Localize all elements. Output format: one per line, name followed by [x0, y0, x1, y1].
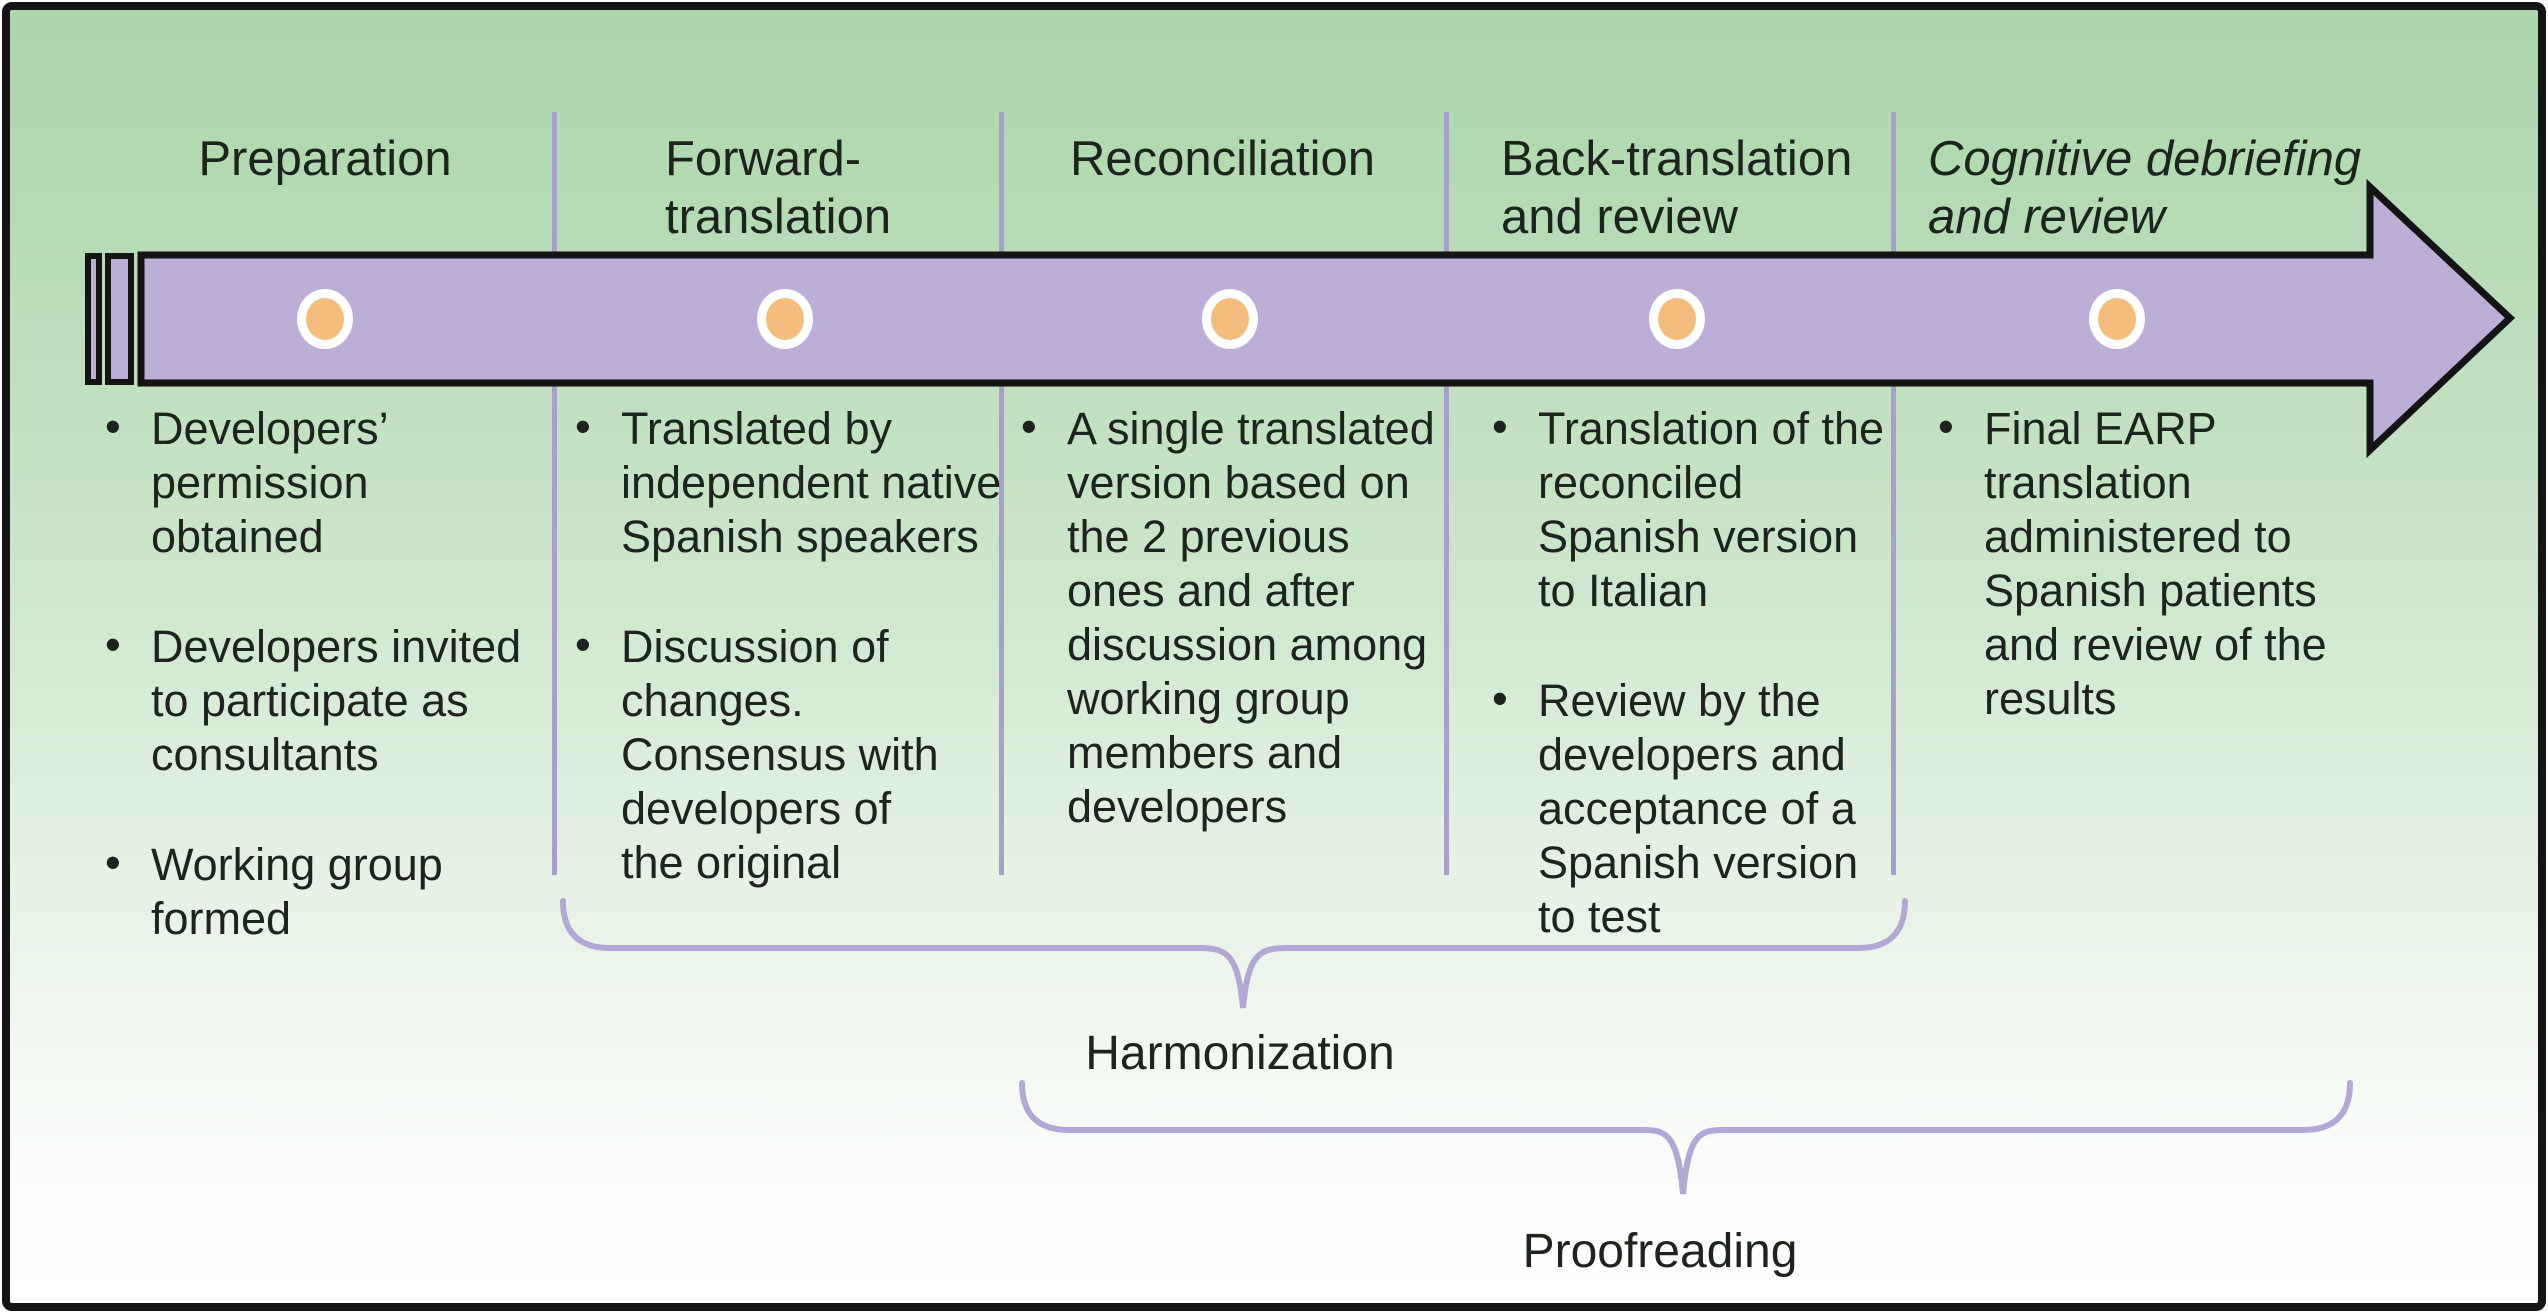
phase-bullets-preparation: • Developers’ permission obtained • Develop… — [105, 401, 550, 946]
bullet-marker-icon: • — [1938, 401, 1954, 452]
phase-title-preparation: Preparation — [198, 132, 452, 186]
bullet-marker-icon: • — [1492, 673, 1508, 724]
bullet-text: Translated by independent native Spanish… — [621, 403, 1002, 562]
phase-title-reconciliation: Reconciliation — [1070, 132, 1376, 186]
bullet-text: Developers’ permission obtained — [151, 403, 389, 562]
bullet-item: • Developers invited to participate as co… — [105, 619, 550, 782]
bullet-marker-icon: • — [105, 401, 121, 452]
bullet-item: • Translation of the reconciled Spanish v… — [1492, 401, 1912, 618]
phase-bullets-reconciliation: • A single translated version based on th… — [1021, 401, 1451, 834]
phase-title-back-translation: Back-translation and review — [1501, 132, 1853, 244]
bullet-marker-icon: • — [1492, 401, 1508, 452]
phase-bullets-forward-translation: • Translated by independent native Spanis… — [575, 401, 1005, 890]
proofreading-label: Proofreading — [1522, 1225, 1798, 1278]
bullet-text: Final EARP translation administered to S… — [1984, 403, 2327, 724]
bullet-item: • Developers’ permission obtained — [105, 401, 550, 564]
bullet-marker-icon: • — [575, 619, 591, 670]
bullet-item: • A single translated version based on th… — [1021, 401, 1451, 834]
bullet-text: Working group formed — [151, 839, 443, 944]
column-divider-3 — [1444, 112, 1449, 875]
bullet-marker-icon: • — [105, 619, 121, 670]
bullet-text: Developers invited to participate as con… — [151, 621, 522, 780]
phase-title-cognitive-debriefing: Cognitive debriefing and review — [1928, 132, 2362, 244]
bullet-item: • Translated by independent native Spanis… — [575, 401, 1005, 564]
bullet-text: Review by the developers and acceptance … — [1538, 675, 1859, 942]
column-divider-1 — [552, 112, 557, 875]
harmonization-label: Harmonization — [1085, 1027, 1395, 1080]
phase-title-forward-translation: Forward- translation — [665, 132, 892, 244]
bullet-item: • Working group formed — [105, 837, 550, 946]
bullet-marker-icon: • — [575, 401, 591, 452]
phase-bullets-back-translation: • Translation of the reconciled Spanish v… — [1492, 401, 1912, 944]
column-divider-4 — [1891, 112, 1896, 875]
bullet-item: • Final EARP translation administered to … — [1938, 401, 2518, 726]
bullet-text: Discussion of changes. Consensus with de… — [621, 621, 939, 888]
bullet-item: • Review by the developers and acceptance… — [1492, 673, 1912, 944]
bullet-text: Translation of the reconciled Spanish ve… — [1538, 403, 1885, 616]
column-divider-2 — [999, 112, 1004, 875]
bullet-text: A single translated version based on the… — [1067, 403, 1435, 832]
bullet-marker-icon: • — [105, 837, 121, 888]
bullet-item: • Discussion of changes. Consensus with d… — [575, 619, 1005, 890]
phase-bullets-cognitive-debriefing: • Final EARP translation administered to … — [1938, 401, 2518, 726]
bullet-marker-icon: • — [1021, 401, 1037, 452]
